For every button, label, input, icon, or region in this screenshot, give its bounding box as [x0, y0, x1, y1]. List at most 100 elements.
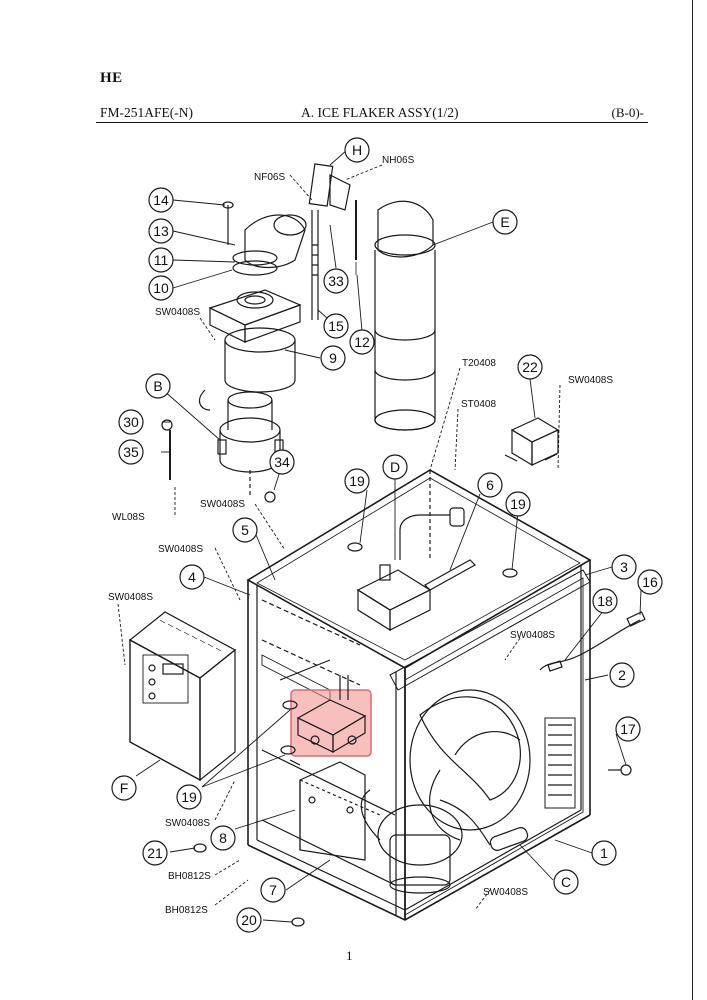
svg-text:11: 11 [154, 252, 169, 268]
page-number: 1 [346, 948, 353, 963]
part-label-sw0408s-1: SW0408S [155, 307, 200, 318]
callout-1: 1 [591, 840, 617, 866]
svg-text:C: C [561, 874, 571, 890]
power-cord [539, 611, 646, 776]
svg-text:19: 19 [349, 473, 365, 489]
callout-17: 17 [615, 716, 641, 742]
svg-text:12: 12 [354, 334, 370, 350]
svg-text:21: 21 [147, 845, 163, 861]
svg-text:3: 3 [620, 559, 628, 575]
part-label-t20408: T20408 [462, 358, 496, 369]
svg-text:9: 9 [329, 350, 337, 366]
evaporator-housing [198, 201, 307, 411]
callout-33: 33 [323, 268, 349, 294]
callout-22: 22 [517, 354, 543, 380]
callout-4: 4 [179, 564, 205, 590]
part-label-sw0408s-8: SW0408S [483, 887, 528, 898]
header-rule [96, 122, 648, 123]
part-label-bh0812s-2: BH0812S [165, 905, 208, 916]
part-label-sw0408s-4: SW0408S [158, 544, 203, 555]
part-label-bh0812s-1: BH0812S [168, 871, 211, 882]
callout-35: 35 [118, 439, 144, 465]
svg-text:35: 35 [123, 444, 139, 460]
callouts: 14 13 11 10 H E 33 15 12 9 B 30 35 34 22… [111, 137, 663, 933]
reservoir-assy [356, 507, 476, 632]
callout-2: 2 [609, 662, 635, 688]
callout-10: 10 [148, 275, 174, 301]
part-label-sw0408s-6: SW0408S [510, 630, 555, 641]
gear-motor-assy [217, 391, 284, 503]
part-label-sw0408s-2: SW0408S [568, 375, 613, 386]
svg-text:5: 5 [241, 522, 249, 538]
svg-text:15: 15 [328, 318, 344, 334]
lower-panel [289, 759, 366, 861]
callout-13: 13 [148, 218, 174, 244]
callout-19-top: 19 [344, 468, 370, 494]
svg-text:18: 18 [597, 593, 613, 609]
page-header: FM-251AFE(-N) A. ICE FLAKER ASSY(1/2) (B… [96, 102, 648, 122]
brand-code: HE [100, 70, 123, 86]
callout-F: F [111, 775, 137, 801]
svg-text:16: 16 [642, 574, 658, 590]
svg-text:19: 19 [181, 789, 197, 805]
part-label-nf06s: NF06S [254, 172, 285, 183]
page-edge-line [692, 0, 693, 1000]
float-switch-assy [308, 163, 357, 320]
svg-text:30: 30 [123, 414, 139, 430]
callout-6: 6 [477, 472, 503, 498]
svg-text:7: 7 [269, 882, 277, 898]
svg-text:17: 17 [620, 721, 636, 737]
svg-text:E: E [500, 214, 509, 230]
leader-lines [117, 149, 642, 923]
callout-C: C [553, 869, 579, 895]
svg-text:33: 33 [328, 273, 344, 289]
model-number: FM-251AFE(-N) [100, 105, 193, 120]
callout-12: 12 [349, 329, 375, 355]
svg-text:20: 20 [241, 912, 257, 928]
svg-text:B: B [153, 378, 162, 394]
part-labels: NF06S NH06S SW0408S T20408 ST0408 SW0408… [108, 155, 613, 916]
callout-20: 20 [236, 907, 262, 933]
revision-code: (B-0)- [611, 105, 645, 120]
part-label-sw0408s-5: SW0408S [108, 592, 153, 603]
part-label-sw0408s-3: SW0408S [200, 499, 245, 510]
callout-16: 16 [637, 569, 663, 595]
svg-text:H: H [352, 142, 362, 158]
callout-15: 15 [323, 313, 349, 339]
callout-19-right: 19 [505, 491, 531, 517]
callout-5: 5 [232, 517, 258, 543]
svg-text:1: 1 [600, 845, 608, 861]
svg-text:8: 8 [219, 830, 227, 846]
part-label-wl08s: WL08S [112, 512, 145, 523]
clamp-parts [161, 419, 518, 927]
svg-text:D: D [390, 459, 400, 475]
callout-D: D [382, 454, 408, 480]
highlighted-part [296, 675, 367, 754]
callout-H: H [344, 137, 370, 163]
part-label-sw0408s-7: SW0408S [165, 818, 210, 829]
callout-19-left: 19 [176, 784, 202, 810]
ice-spout-tube [374, 200, 436, 431]
svg-text:2: 2 [618, 667, 626, 683]
svg-text:34: 34 [274, 454, 290, 470]
svg-text:F: F [120, 780, 129, 796]
callout-B: B [145, 373, 171, 399]
svg-text:19: 19 [510, 496, 526, 512]
control-box [128, 611, 237, 782]
part-label-st0408: ST0408 [461, 399, 496, 410]
condenser-unit [360, 689, 576, 894]
page-title: A. ICE FLAKER ASSY(1/2) [301, 105, 459, 120]
svg-text:10: 10 [153, 280, 169, 296]
callout-14: 14 [148, 187, 174, 213]
callout-34: 34 [269, 449, 295, 475]
callout-18: 18 [592, 588, 618, 614]
callout-3: 3 [611, 554, 637, 580]
svg-text:13: 13 [153, 223, 169, 239]
callout-30: 30 [118, 409, 144, 435]
callout-11: 11 [148, 247, 174, 273]
callout-E: E [492, 209, 518, 235]
callout-21: 21 [142, 840, 168, 866]
callout-9: 9 [320, 345, 346, 371]
